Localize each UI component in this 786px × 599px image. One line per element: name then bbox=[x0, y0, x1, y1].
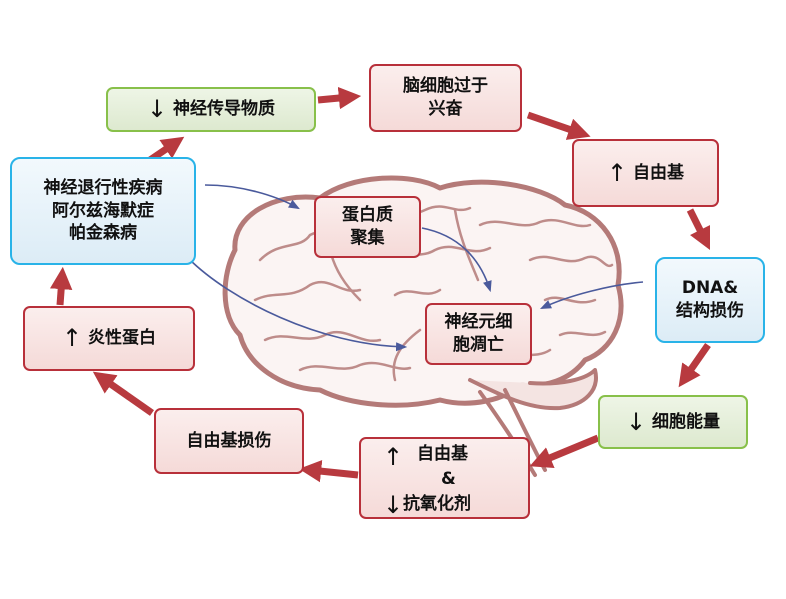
node-neuron-apoptosis: 神经元细 胞凋亡 bbox=[425, 303, 532, 365]
node-free-radical-up: ↑ 自由基 bbox=[572, 139, 719, 207]
cycle-arrows bbox=[50, 86, 711, 483]
node-label-line1: 自由基 bbox=[417, 444, 468, 464]
up-arrow-icon: ↑ bbox=[383, 443, 404, 471]
node-energy-down: ↓ 细胞能量 bbox=[598, 395, 748, 449]
node-ampersand: & bbox=[441, 469, 456, 489]
cycle-arrow-7 bbox=[298, 460, 359, 483]
cycle-arrow-8 bbox=[92, 371, 155, 416]
up-arrow-icon: ↑ bbox=[606, 158, 628, 187]
node-label-line2: 兴奋 bbox=[428, 99, 463, 119]
cycle-arrow-5 bbox=[678, 342, 711, 388]
cycle-arrow-4 bbox=[686, 208, 711, 251]
node-protein-aggregation: 蛋白质 聚集 bbox=[314, 196, 421, 258]
node-label-line1: 神经元细 bbox=[444, 312, 513, 333]
node-label-line1: 神经退行性疾病 bbox=[43, 177, 163, 198]
down-arrow-icon: ↓ bbox=[146, 95, 168, 124]
node-overexcite: 脑细胞过于 兴奋 bbox=[369, 64, 522, 132]
inner-arrows bbox=[187, 184, 644, 352]
node-label: 炎性蛋白 bbox=[88, 328, 157, 349]
node-label-line1: DNA& bbox=[681, 278, 739, 299]
arrow-dna-to-neuron bbox=[539, 281, 644, 309]
up-arrow-icon: ↑ bbox=[61, 324, 83, 353]
cycle-arrow-3 bbox=[526, 111, 591, 140]
node-inflammatory-protein: ↑ 炎性蛋白 bbox=[23, 306, 195, 371]
down-arrow-icon: ↓ bbox=[625, 407, 647, 436]
node-label: 神经传导物质 bbox=[173, 99, 276, 120]
arrow-disease-to-protein bbox=[204, 184, 300, 210]
cycle-arrow-9 bbox=[50, 266, 73, 306]
node-label-line2: 聚集 bbox=[350, 228, 385, 248]
node-label-line2: 结构损伤 bbox=[676, 301, 744, 321]
node-radical-damage: 自由基损伤 bbox=[154, 408, 304, 474]
arrow-disease-to-neuron bbox=[187, 257, 408, 352]
node-label-line2: 胞凋亡 bbox=[453, 335, 504, 355]
node-label: 自由基 bbox=[633, 162, 685, 183]
node-label-line3: 帕金森病 bbox=[69, 223, 137, 244]
node-label: 自由基损伤 bbox=[186, 430, 272, 451]
cycle-arrow-2 bbox=[317, 86, 362, 110]
node-dna-damage: DNA& 结构损伤 bbox=[655, 257, 765, 343]
node-label: 细胞能量 bbox=[652, 411, 721, 432]
cycle-arrow-6 bbox=[529, 434, 600, 469]
node-neurotransmitter: ↓ 神经传导物质 bbox=[106, 87, 316, 132]
node-label-line3: 抗氧化剂 bbox=[403, 494, 471, 514]
arrow-protein-to-neuron bbox=[421, 227, 492, 293]
node-neurodegenerative-disease: 神经退行性疾病 阿尔兹海默症 帕金森病 bbox=[10, 157, 196, 265]
down-arrow-icon: ↓ bbox=[383, 491, 404, 519]
node-label-line2: 阿尔兹海默症 bbox=[52, 200, 154, 221]
node-label-line1: 脑细胞过于 bbox=[403, 76, 488, 97]
node-label-line1: 蛋白质 bbox=[342, 205, 393, 226]
node-radical-antioxidant: ↑ 自由基 & ↓ 抗氧化剂 bbox=[359, 437, 530, 519]
